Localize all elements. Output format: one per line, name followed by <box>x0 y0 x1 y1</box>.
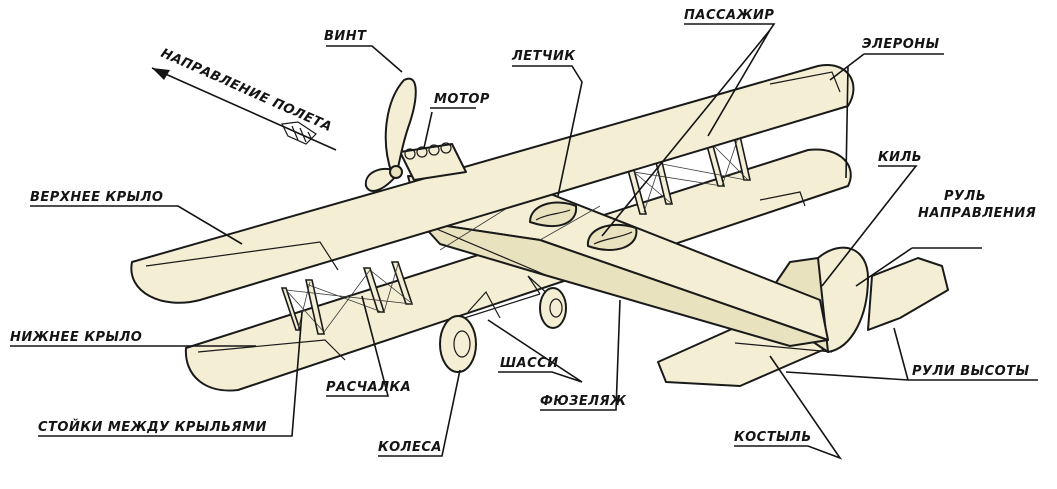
motor <box>399 142 467 181</box>
label-wheels: КОЛЕСА <box>378 440 442 455</box>
label-rudder-line1: РУЛЬ <box>944 189 986 204</box>
label-motor: МОТОР <box>434 92 490 107</box>
label-ailerons: ЭЛЕРОНЫ <box>862 37 940 52</box>
label-pilot: ЛЕТЧИК <box>511 49 576 64</box>
label-fuselage: ФЮЗЕЛЯЖ <box>540 394 627 409</box>
wheel-right <box>539 287 567 329</box>
label-bracing-wire: РАСЧАЛКА <box>326 380 411 395</box>
passenger-cockpit <box>586 223 638 251</box>
label-flight-direction: НАПРАВЛЕНИЕ ПОЛЕТА <box>158 46 334 135</box>
label-rudder-line2: НАПРАВЛЕНИЯ <box>918 206 1036 221</box>
leader-lines <box>10 23 1038 460</box>
label-elevators: РУЛИ ВЫСОТЫ <box>912 364 1030 379</box>
lower-wing <box>184 148 852 392</box>
label-lower-wing: НИЖНЕЕ КРЫЛО <box>10 330 142 345</box>
undercarriage <box>457 275 551 321</box>
label-interplane-struts: СТОЙКИ МЕЖДУ КРЫЛЬЯМИ <box>38 419 267 435</box>
upper-wing <box>130 64 855 304</box>
label-fin: КИЛЬ <box>878 150 922 165</box>
label-passenger: ПАССАЖИР <box>684 8 774 23</box>
wheel-left <box>439 315 477 373</box>
label-tail-skid: КОСТЫЛЬ <box>734 430 812 445</box>
label-undercarriage: ШАССИ <box>500 356 559 371</box>
label-propeller: ВИНТ <box>324 29 367 44</box>
fuselage <box>407 175 829 347</box>
propeller <box>364 77 417 192</box>
interplane-struts <box>280 135 752 335</box>
pilot-cockpit <box>529 201 578 227</box>
flight-direction-arrow <box>151 67 337 151</box>
label-upper-wing: ВЕРХНЕЕ КРЫЛО <box>30 190 163 205</box>
